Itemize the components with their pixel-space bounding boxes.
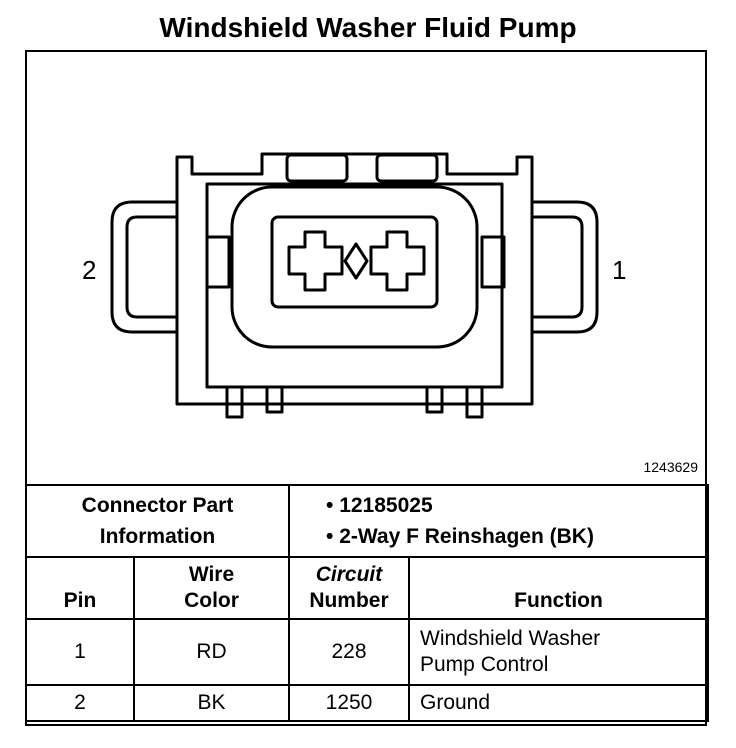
connector-inner-housing (205, 182, 504, 389)
diagram-frame (25, 50, 707, 726)
cell-circuit: 228 (288, 618, 410, 686)
connector-info-label: Connector Part Information (25, 484, 290, 558)
figure-id: 1243629 (643, 459, 698, 475)
side-rib-right (480, 235, 506, 289)
header-pin: Pin (25, 556, 135, 620)
connector-housing (175, 152, 534, 406)
latch-loop-right (532, 200, 599, 334)
connector-info-row: Connector Part Information • 12185025 • … (25, 484, 709, 558)
pin-label-right: 1 (612, 255, 627, 285)
cell-function: Windshield Washer Pump Control (408, 618, 709, 686)
cell-pin: 2 (25, 684, 135, 722)
pin-label-left: 2 (82, 255, 97, 285)
connector-diagram: 2 1 (27, 52, 705, 484)
bottom-foot-center-left (265, 387, 284, 414)
latch-loop-left (110, 200, 177, 334)
connector-info-label-line1: Connector Part (81, 494, 234, 517)
table-row: 1 RD 228 Windshield Washer Pump Control (25, 618, 709, 686)
latch-loop-right-inner (532, 215, 584, 319)
connector-drawing (110, 152, 599, 419)
page-title: Windshield Washer Fluid Pump (159, 12, 577, 43)
terminal-window (270, 215, 439, 309)
connector-info-values: • 12185025 • 2-Way F Reinshagen (BK) (288, 484, 709, 558)
terminal-divider (343, 242, 369, 280)
cell-pin: 1 (25, 618, 135, 686)
terminal-pin-1 (369, 230, 426, 292)
connector-info-item: • 2-Way F Reinshagen (BK) (326, 525, 594, 548)
connector-table: Connector Part Information • 12185025 • … (25, 484, 709, 722)
cell-wire-color: BK (133, 684, 290, 722)
latch-loop-left-inner (125, 215, 177, 319)
top-tab-left (285, 153, 349, 183)
header-function: Function (408, 556, 709, 620)
cell-function: Ground (408, 684, 709, 722)
side-rib-left (205, 235, 231, 289)
header-circuit-number: Circuit Number (288, 556, 410, 620)
bottom-foot-right (465, 387, 484, 419)
table-row: 2 BK 1250 Ground (25, 684, 709, 722)
header-wire-color: Wire Color (133, 556, 290, 620)
column-header-row: Pin Wire Color Circuit Number Function (25, 556, 709, 620)
cell-circuit: 1250 (288, 684, 410, 722)
connector-info-item: • 12185025 (326, 494, 433, 517)
connector-info-label-line2: Information (99, 525, 216, 548)
top-tab-right (375, 153, 439, 183)
cell-wire-color: RD (133, 618, 290, 686)
terminal-cavity (230, 185, 479, 349)
terminal-pin-2 (287, 230, 344, 292)
bottom-foot-center-right (425, 387, 444, 414)
bottom-foot-left (225, 387, 244, 419)
